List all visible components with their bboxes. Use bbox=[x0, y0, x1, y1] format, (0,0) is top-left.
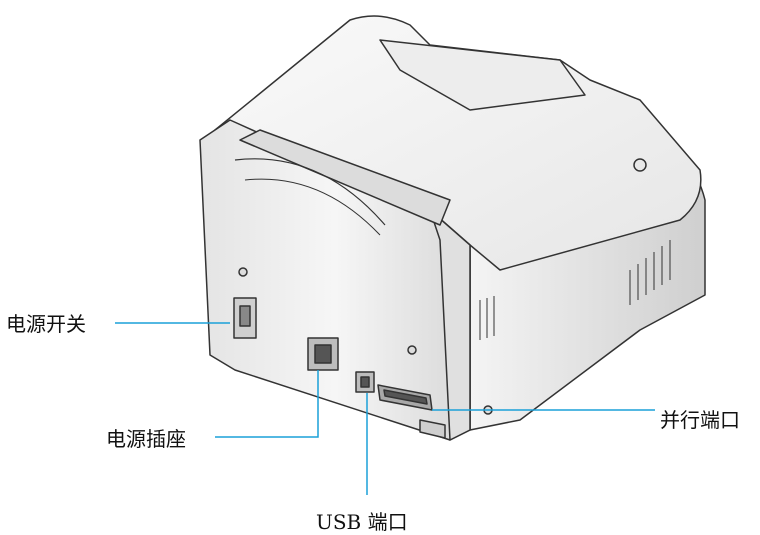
paper-output-tray bbox=[379, 39, 586, 111]
printer-top-cover bbox=[214, 15, 702, 271]
side-vent-grille bbox=[479, 240, 671, 340]
printer-body bbox=[199, 15, 706, 441]
usb-port-label: USB 端口 bbox=[316, 510, 408, 534]
parallel-port-label: 并行端口 bbox=[660, 408, 740, 432]
printer-back-post bbox=[429, 209, 471, 441]
rear-paper-guide bbox=[239, 129, 451, 226]
power-switch-label: 电源开关 bbox=[6, 312, 86, 336]
power-socket-label: 电源插座 bbox=[106, 427, 186, 451]
power-socket-leader bbox=[215, 370, 319, 438]
callout-lines bbox=[115, 322, 655, 495]
